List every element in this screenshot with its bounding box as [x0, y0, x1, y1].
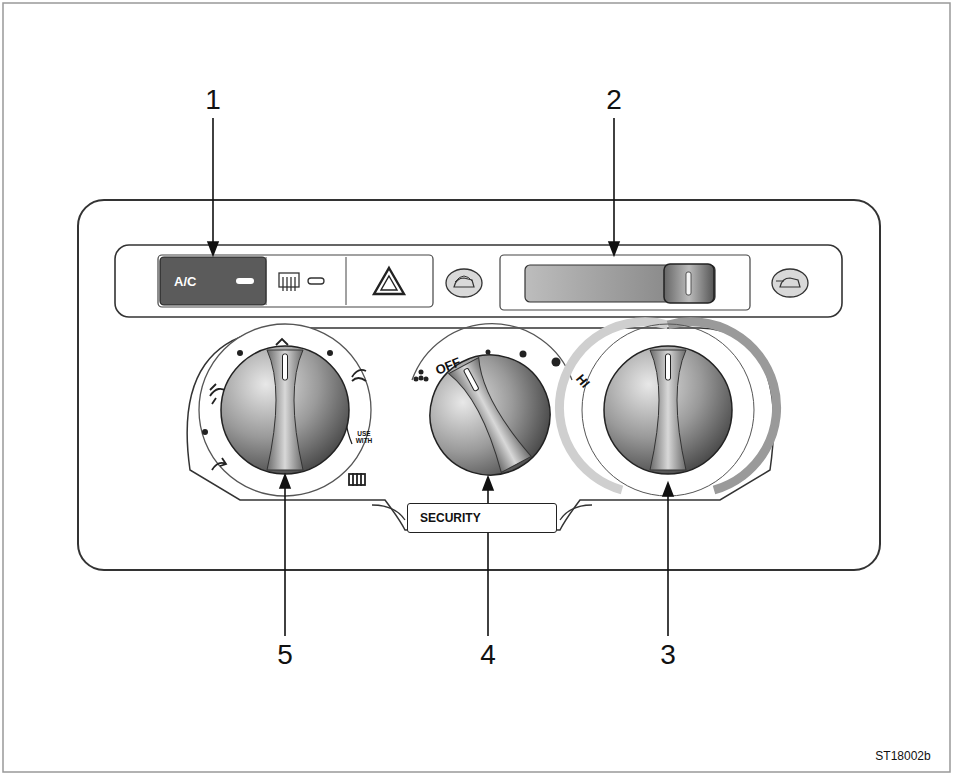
- mode-knob: [221, 346, 349, 474]
- callout-number: 2: [606, 84, 622, 116]
- mode-icons: [210, 339, 366, 486]
- callout-number: 3: [660, 639, 676, 671]
- fan-off-mark: OFF: [433, 354, 463, 378]
- air-intake-slider: [525, 265, 715, 302]
- leader-lines: [208, 118, 673, 636]
- callout-number: 4: [480, 639, 496, 671]
- fan-high-mark: HI: [573, 371, 593, 391]
- fan-knob: [409, 334, 571, 496]
- security-button: SECURITY: [407, 503, 557, 533]
- button-label: SECURITY: [420, 511, 481, 525]
- hazard-icon: [374, 268, 404, 294]
- ac-button: [160, 257, 266, 305]
- fan-icon: [414, 370, 429, 382]
- temperature-knob: [604, 346, 732, 474]
- frame: [3, 3, 950, 772]
- rear-defrost-icon: [279, 273, 324, 291]
- callout-number: 1: [205, 84, 221, 116]
- panel: [78, 200, 880, 570]
- mode-dial-ring: [199, 324, 371, 496]
- recirculation-button: [446, 269, 482, 297]
- button-label: A/C: [174, 274, 196, 289]
- callout-number: 5: [277, 639, 293, 671]
- figure-code: ST18002b: [875, 749, 930, 763]
- fresh-air-button: [772, 269, 808, 297]
- mode-note: USE WITH: [354, 431, 374, 444]
- ac-button: A/C: [160, 257, 266, 305]
